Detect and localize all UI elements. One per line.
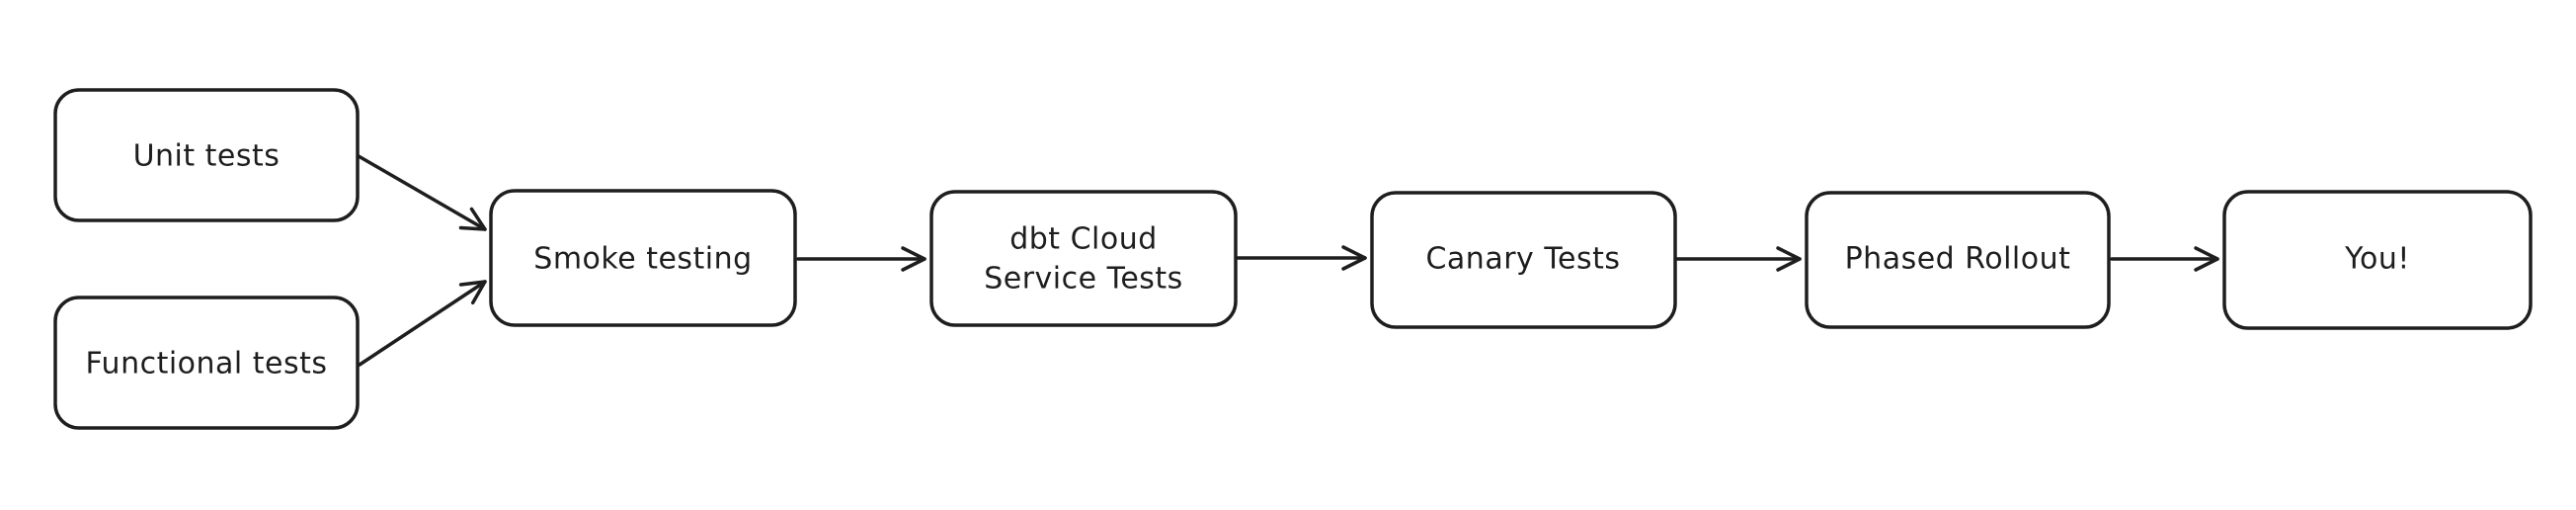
node-dbt-cloud-service-tests: dbt Cloud Service Tests bbox=[929, 190, 1238, 327]
node-canary-tests-label: Canary Tests bbox=[1425, 242, 1620, 277]
node-canary-tests-box bbox=[1370, 191, 1677, 329]
node-functional-tests-box bbox=[53, 296, 360, 430]
edge-functional-tests-to-smoke-testing bbox=[358, 280, 487, 367]
node-you-label: You! bbox=[2344, 242, 2410, 277]
node-phased-rollout-box bbox=[1805, 191, 2111, 329]
node-smoke-testing: Smoke testing bbox=[489, 189, 797, 327]
node-dbt-cloud-service-tests-label-line1: dbt Cloud bbox=[1009, 222, 1158, 257]
node-you: You! bbox=[2222, 190, 2533, 330]
node-functional-tests-label: Functional tests bbox=[85, 347, 327, 382]
node-unit-tests-box bbox=[53, 88, 360, 222]
node-you-box bbox=[2222, 190, 2533, 330]
edge-unit-tests-to-smoke-testing bbox=[357, 154, 487, 231]
node-phased-rollout-label: Phased Rollout bbox=[1845, 242, 2071, 277]
node-smoke-testing-box bbox=[489, 189, 797, 327]
node-dbt-cloud-service-tests-label-line2: Service Tests bbox=[984, 262, 1183, 297]
node-canary-tests: Canary Tests bbox=[1370, 191, 1677, 329]
node-unit-tests: Unit tests bbox=[53, 88, 360, 222]
node-functional-tests: Functional tests bbox=[53, 296, 360, 430]
node-unit-tests-label: Unit tests bbox=[133, 139, 281, 174]
node-phased-rollout: Phased Rollout bbox=[1805, 191, 2111, 329]
node-dbt-cloud-service-tests-box bbox=[929, 190, 1238, 327]
node-smoke-testing-label: Smoke testing bbox=[533, 242, 752, 277]
